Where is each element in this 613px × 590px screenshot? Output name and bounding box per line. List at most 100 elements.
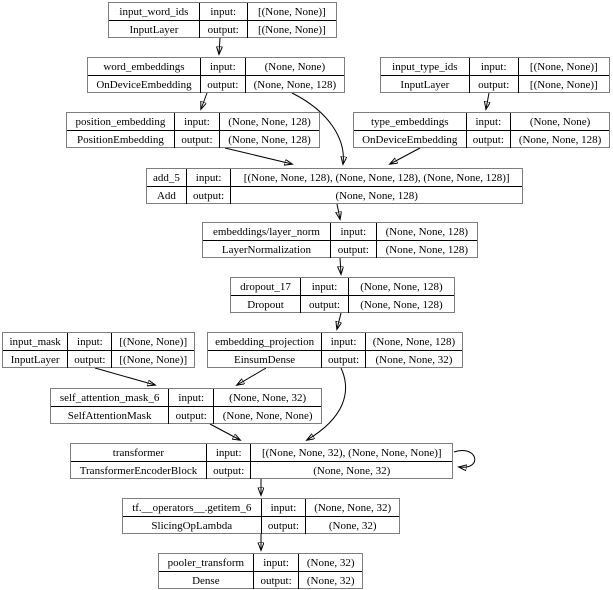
edge-type_embeddings-add_5 xyxy=(390,147,421,164)
output-shape: (None, None, 32) xyxy=(375,353,453,366)
output-shape: (None, None, 32) xyxy=(313,464,391,477)
edge-layer_norm-dropout_17 xyxy=(340,257,341,274)
output-label: output: xyxy=(262,517,307,534)
input-label: input: xyxy=(253,554,300,572)
output-label: output: xyxy=(201,76,246,93)
output-shape: (None, 32) xyxy=(306,574,355,587)
edge-embedding_projection-self_attention_mask_6 xyxy=(237,367,267,385)
node-transformer: transformer input: [(None, None, 32), (N… xyxy=(70,443,453,479)
output-label: output: xyxy=(68,351,113,368)
output-shape: [(None, None)] xyxy=(257,23,326,36)
node-input-mask: input_mask input: [(None, None)] InputLa… xyxy=(2,332,195,368)
output-label: output: xyxy=(467,131,512,148)
node-type-embeddings: type_embeddings input: (None, None) OnDe… xyxy=(353,112,610,148)
layer-name: input_mask xyxy=(3,333,69,351)
output-label: output: xyxy=(175,131,221,148)
layer-class: SlicingOpLambda xyxy=(123,517,262,534)
input-label: input: xyxy=(330,223,377,241)
output-shape: [(None, None)] xyxy=(529,78,598,91)
output-label: output: xyxy=(470,76,519,93)
layer-name: dropout_17 xyxy=(231,278,302,296)
output-label: output: xyxy=(254,572,300,589)
node-position-embedding: position_embedding input: (None, None, 1… xyxy=(66,112,320,148)
input-label: input: xyxy=(206,444,252,462)
input-shape: (None, None, 128) xyxy=(220,113,319,131)
input-label: input: xyxy=(174,113,221,131)
layer-class: Add xyxy=(147,187,187,204)
input-shape: (None, None) xyxy=(511,113,609,131)
input-shape: [(None, None)] xyxy=(112,333,194,351)
output-shape: (None, 32) xyxy=(328,519,377,532)
input-shape: [(None, None, 32), (None, None, None)] xyxy=(251,444,452,462)
edge-self_attention_mask_6-transformer xyxy=(209,423,240,440)
edge-embedding_projection-transformer xyxy=(307,367,346,440)
layer-class: InputLayer xyxy=(381,76,470,93)
layer-name: word_embeddings xyxy=(88,58,201,76)
layer-class: InputLayer xyxy=(109,21,200,38)
input-shape: [(None, None, 128), (None, None, 128), (… xyxy=(231,169,522,187)
input-label: input: xyxy=(301,278,349,296)
layer-class: OnDeviceEmbedding xyxy=(88,76,201,93)
input-shape: (None, None, 128) xyxy=(348,278,454,296)
layer-name: input_type_ids xyxy=(381,58,470,76)
edge-word_embeddings-position_embedding xyxy=(201,92,208,109)
edge-word_embeddings-add_5 xyxy=(291,92,343,164)
edge-position_embedding-add_5 xyxy=(224,147,292,164)
edge-input_word_ids-word_embeddings xyxy=(219,37,220,54)
output-shape: (None, None, 128) xyxy=(360,298,443,311)
input-label: input: xyxy=(186,169,232,187)
node-input-word-ids: input_word_ids input: [(None, None)] Inp… xyxy=(108,2,337,38)
node-embeddings-layer-norm: embeddings/layer_norm input: (None, None… xyxy=(202,222,478,258)
input-label: input: xyxy=(322,333,366,351)
node-self-attention-mask-6: self_attention_mask_6 input: (None, None… xyxy=(50,388,322,424)
layer-class: LayerNormalization xyxy=(203,241,331,258)
input-shape: (None, 32) xyxy=(299,554,362,572)
layer-name: self_attention_mask_6 xyxy=(51,389,170,407)
layer-class: InputLayer xyxy=(3,351,69,368)
layer-name: tf.__operators__.getitem_6 xyxy=(123,499,262,517)
edge-dropout_17-embedding_projection xyxy=(337,312,341,329)
layer-name: transformer xyxy=(71,444,207,462)
input-shape: [(None, None)] xyxy=(518,58,609,76)
layer-class: EinsumDense xyxy=(208,351,323,368)
input-label: input: xyxy=(68,333,113,351)
input-label: input: xyxy=(169,389,215,407)
node-dropout-17: dropout_17 input: (None, None, 128) Drop… xyxy=(230,277,455,313)
input-label: input: xyxy=(261,499,307,517)
layer-name: embedding_projection xyxy=(208,333,323,351)
input-shape: (None, None, 32) xyxy=(306,499,399,517)
node-word-embeddings: word_embeddings input: (None, None) OnDe… xyxy=(87,57,345,93)
node-pooler-transform: pooler_transform input: (None, 32) Dense… xyxy=(158,553,363,589)
input-label: input: xyxy=(469,58,519,76)
output-label: output: xyxy=(169,407,215,424)
layer-class: OnDeviceEmbedding xyxy=(354,131,467,148)
input-shape: [(None, None)] xyxy=(247,3,336,21)
layer-name: pooler_transform xyxy=(159,554,254,572)
layer-name: type_embeddings xyxy=(354,113,467,131)
edge-input_type_ids-type_embeddings xyxy=(486,92,489,109)
edge-input_mask-self_attention_mask_6 xyxy=(94,367,155,385)
node-tf-operators-getitem-6: tf.__operators__.getitem_6 input: (None,… xyxy=(122,498,400,534)
edge-add_5-layer_norm xyxy=(337,203,340,219)
output-shape: (None, None, 128) xyxy=(518,133,602,146)
input-label: input: xyxy=(466,113,512,131)
layer-class: Dense xyxy=(159,572,254,589)
input-label: input: xyxy=(199,3,248,21)
node-embedding-projection: embedding_projection input: (None, None,… xyxy=(207,332,463,368)
output-shape: (None, None, None) xyxy=(222,409,313,422)
node-input-type-ids: input_type_ids input: [(None, None)] Inp… xyxy=(380,57,610,93)
input-shape: (None, None, 128) xyxy=(376,223,477,241)
input-shape: (None, None, 32) xyxy=(214,389,321,407)
layer-name: position_embedding xyxy=(67,113,175,131)
layer-name: embeddings/layer_norm xyxy=(203,223,331,241)
layer-name: input_word_ids xyxy=(109,3,200,21)
output-shape: [(None, None)] xyxy=(119,353,188,366)
node-add-5: add_5 input: [(None, None, 128), (None, … xyxy=(146,168,523,204)
output-label: output: xyxy=(331,241,377,258)
input-shape: (None, None, 128) xyxy=(365,333,462,351)
output-shape: (None, None, 128) xyxy=(385,243,469,256)
output-label: output: xyxy=(207,462,252,479)
output-shape: (None, None, 128) xyxy=(335,189,418,202)
